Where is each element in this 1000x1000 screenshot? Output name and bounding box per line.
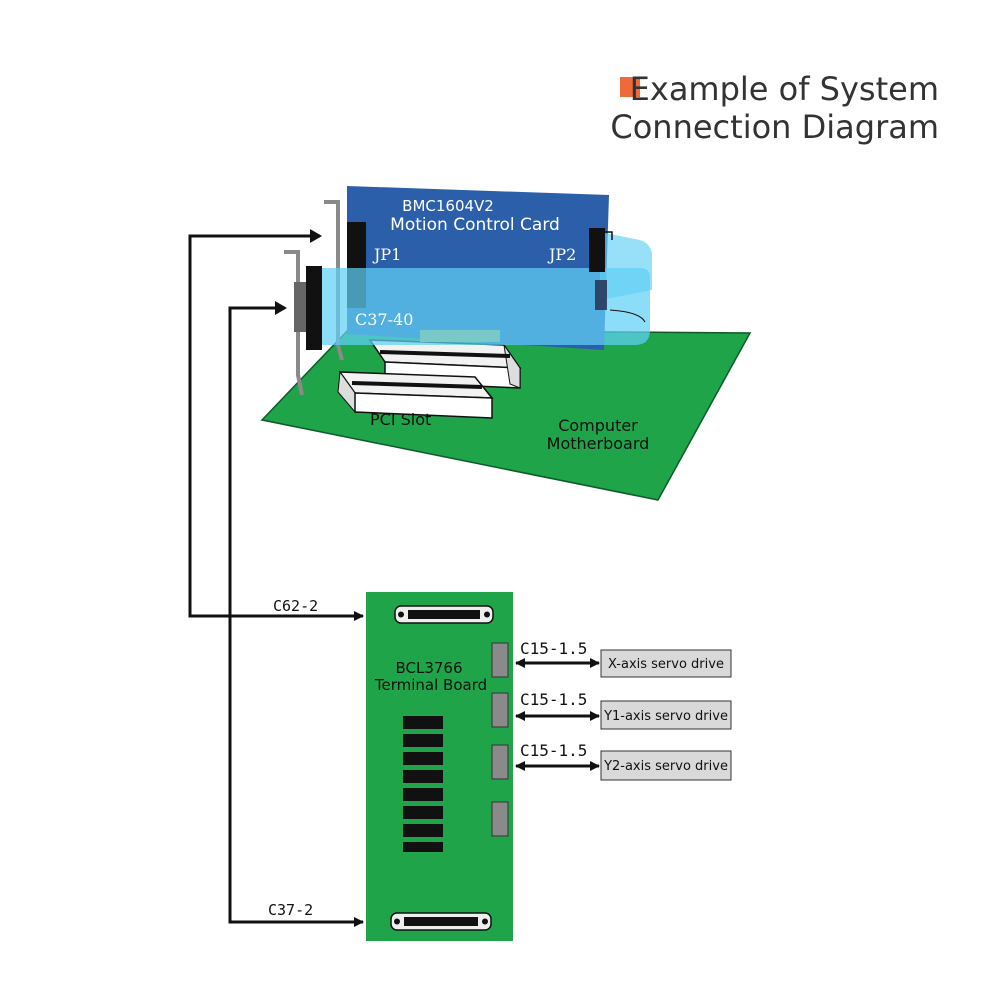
terminal-board (366, 592, 513, 941)
motherboard-label-line-2: Motherboard (547, 434, 650, 453)
servo-drive-y2-box (600, 750, 732, 781)
jp2-label: JP2 (547, 245, 576, 264)
cable-c62-2-line (188, 229, 364, 621)
port-spare (491, 801, 509, 837)
servo-drive-y1-box (600, 700, 732, 730)
title-accent-square (620, 77, 640, 97)
terminal-board-label-line-2: Terminal Board (374, 676, 487, 694)
servo-drive-x-label: X-axis servo drive (608, 657, 724, 672)
servo-drive-y2-label: Y2-axis servo drive (603, 759, 728, 774)
servo-drive-y1: C15-1.5 Y1-axis servo drive (515, 690, 732, 730)
pci-slot-lower (337, 370, 494, 419)
servo-drive-y2: C15-1.5 Y2-axis servo drive (515, 741, 732, 781)
terminal-db62-connector (394, 605, 494, 624)
servo-cable-y1-label: C15-1.5 (520, 690, 587, 709)
terminal-db37-connector (390, 912, 492, 931)
card-name: BMC1604V2 (402, 197, 494, 215)
jp1-label: JP1 (372, 245, 401, 264)
pci-slot-label: PCI Slot (370, 410, 431, 429)
terminal-board-label-line-1: BCL3766 (395, 659, 462, 677)
cable-c37-2-label: C37-2 (268, 901, 313, 919)
title-line-1: Example of System (630, 70, 939, 108)
servo-cable-x-label: C15-1.5 (520, 639, 587, 658)
card-subtitle: Motion Control Card (390, 215, 560, 235)
servo-drive-y1-label: Y1-axis servo drive (603, 709, 728, 724)
servo-drive-x: C15-1.5 X-axis servo drive (515, 639, 732, 678)
terminal-block-stack (403, 716, 443, 852)
port-y1-axis (491, 692, 509, 728)
ribbon-cable-c37-40 (322, 232, 652, 345)
cable-c37-2-line (228, 301, 364, 927)
title-line-2: Connection Diagram (610, 108, 939, 146)
servo-drive-x-box (600, 649, 732, 678)
servo-cable-y2-label: C15-1.5 (520, 741, 587, 760)
card-bracket-lower (284, 250, 322, 396)
port-y2-axis (491, 744, 509, 780)
cable-c62-2-label: C62-2 (273, 597, 318, 615)
cable-c37-40-label: C37-40 (355, 310, 413, 329)
jp2-connector (589, 228, 613, 310)
port-x-axis (491, 642, 509, 678)
motherboard-label-line-1: Computer (558, 416, 638, 435)
